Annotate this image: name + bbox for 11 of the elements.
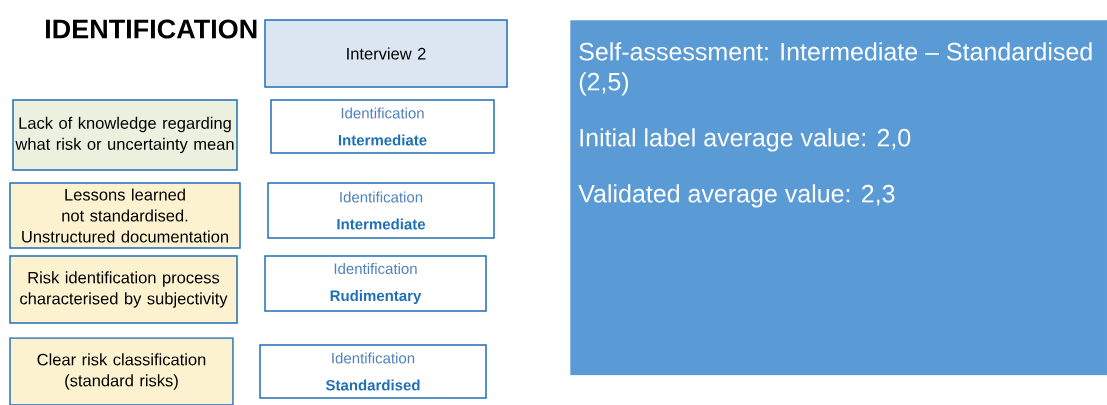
finding-box: Clear risk classification (standard risks) (9, 337, 234, 405)
level-box: Identification Standardised (259, 344, 487, 399)
level-box: Identification Intermediate (270, 99, 495, 154)
finding-box: Lack of knowledge regarding what risk or uncertainty mean (12, 99, 238, 171)
level-box: Identification Intermediate (267, 182, 495, 239)
summary-panel: Self-assessment: Intermediate – Standardised (2,5) Initial label average value: 2,0 Validated average value: 2,3 (570, 20, 1107, 376)
header-box: Interview 2 (264, 19, 508, 88)
level-box: Identification Rudimentary (264, 255, 487, 312)
heading: IDENTIFICATION (46, 19, 257, 39)
finding-box: Lessons learned not standardised. Unstructured documentation (9, 182, 241, 249)
finding-box: Risk identification process characterised by subjectivity (9, 255, 238, 324)
